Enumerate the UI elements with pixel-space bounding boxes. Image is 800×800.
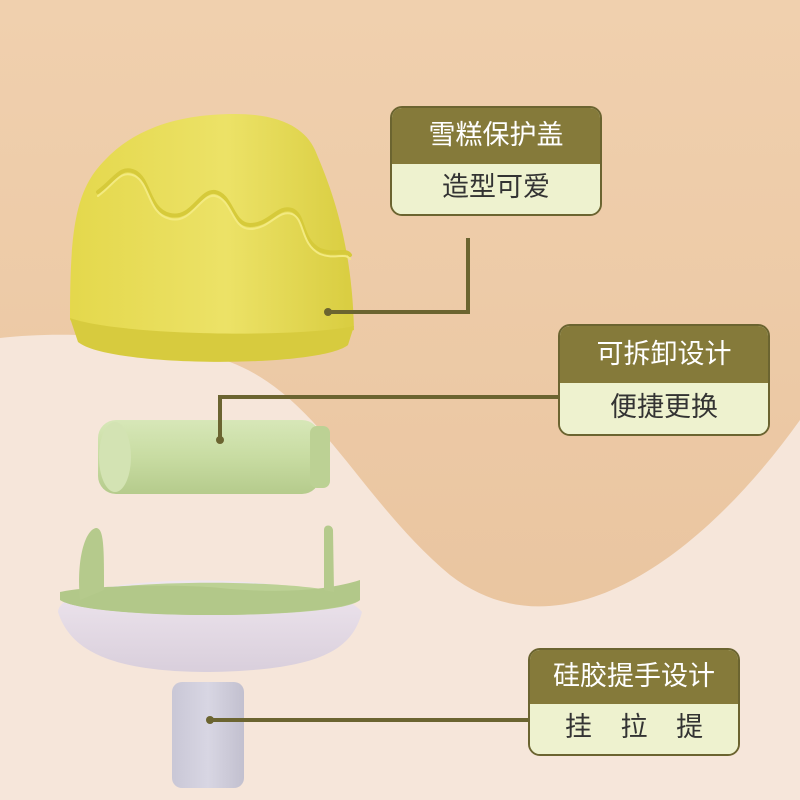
callout-handle-title: 硅胶提手设计 [530, 650, 738, 704]
callout-detachable: 可拆卸设计 便捷更换 [558, 324, 770, 436]
callout-handle-subtitle: 挂 拉 提 推 [530, 704, 738, 754]
leader-line-roller [218, 395, 558, 442]
callout-lid: 雪糕保护盖 造型可爱 [390, 106, 602, 216]
callout-detachable-title: 可拆卸设计 [560, 326, 768, 383]
silicone-handle [58, 525, 362, 788]
callout-lid-title: 雪糕保护盖 [392, 108, 600, 164]
callout-detachable-subtitle: 便捷更换 [560, 383, 768, 434]
callout-lid-subtitle: 造型可爱 [392, 164, 600, 214]
roller-part [98, 420, 330, 494]
leader-line-lid [326, 238, 470, 314]
leader-lines [208, 238, 558, 722]
callout-handle: 硅胶提手设计 挂 拉 提 推 [528, 648, 740, 756]
popsicle-lid [70, 114, 354, 362]
leader-dots [206, 308, 332, 724]
